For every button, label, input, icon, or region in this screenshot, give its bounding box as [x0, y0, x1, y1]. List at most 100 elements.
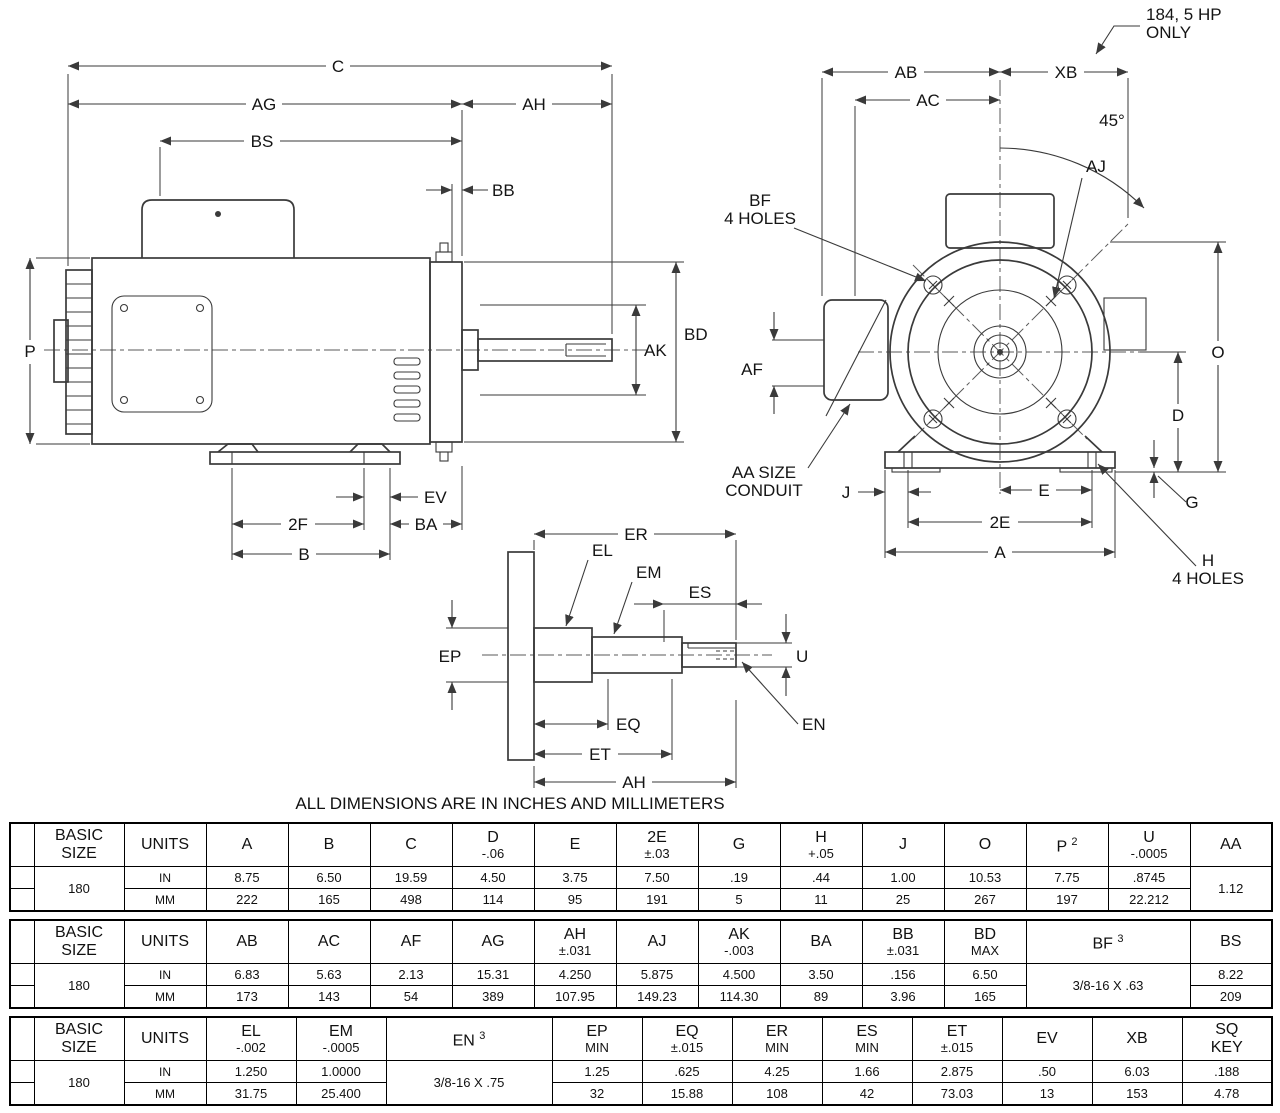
end-base-plate — [884, 451, 1116, 469]
table-cell: 4.500 — [697, 963, 781, 986]
table-row: MM 173 143 54 389 107.95 149.23 114.30 8… — [9, 985, 1273, 1009]
dim-label-ba: BA — [415, 515, 438, 534]
table-header-cell: O — [943, 822, 1027, 867]
table-header-cell: AH±.031 — [533, 919, 617, 964]
dim-label-a: A — [994, 543, 1006, 562]
front-bracket — [429, 261, 463, 443]
side-lug — [1103, 297, 1147, 351]
table-cell: 42 — [821, 1082, 913, 1106]
table-header-cell: AB — [205, 919, 289, 964]
table-header-cell: AA — [1189, 822, 1273, 867]
dim-label-ab: AB — [895, 63, 918, 82]
end-view-dimensions: AB XB AC 45° AJ 184, 5 HP ONLY BF 4 HOLE… — [724, 5, 1244, 588]
table-cell: 22.212 — [1107, 888, 1191, 912]
dim-label-ac: AC — [916, 91, 940, 110]
dim-label-em: EM — [636, 563, 662, 582]
dim-label-h-4holes: 4 HOLES — [1172, 569, 1244, 588]
table-cell: 5.875 — [615, 963, 699, 986]
table-cell: 1.12 — [1189, 866, 1273, 912]
table-row: 180 IN 1.250 1.0000 3/8-16 X .75 1.25 .6… — [9, 1060, 1273, 1106]
table-cell: 222 — [205, 888, 289, 912]
table-cell: 149.23 — [615, 985, 699, 1009]
table-header-cell: G — [697, 822, 781, 867]
table-cell: 498 — [369, 888, 453, 912]
table-cell — [9, 822, 35, 867]
table-cell: 31.75 — [205, 1082, 297, 1106]
left-foot — [217, 443, 259, 453]
table-cell: 1.0000 — [295, 1060, 387, 1083]
table-cell: 165 — [287, 888, 371, 912]
table-cell: .156 — [861, 963, 945, 986]
dim-label-el: EL — [592, 541, 613, 560]
top-box — [945, 193, 1055, 249]
table-cell: 108 — [731, 1082, 823, 1106]
table-cell: IN — [123, 1060, 207, 1083]
table-row: 180 IN 6.83 5.63 2.13 15.31 4.250 5.875 … — [9, 963, 1273, 1009]
table-cell: 73.03 — [911, 1082, 1003, 1106]
table-cell: 197 — [1025, 888, 1109, 912]
vent-slots — [393, 357, 421, 422]
table-cell: 15.88 — [641, 1082, 733, 1106]
table-cell: 11 — [779, 888, 863, 912]
table-header-cell: EQ±.015 — [641, 1016, 733, 1061]
dim-label-u: U — [796, 647, 808, 666]
dim-label-h: H — [1202, 551, 1214, 570]
table-header-cell: EV — [1001, 1016, 1093, 1061]
base-plate — [209, 451, 401, 465]
dim-label-bf-4holes: 4 HOLES — [724, 209, 796, 228]
shaft-detail-dimensions: ER EL EM ES U EP EQ ET AH EN — [439, 525, 826, 792]
table-cell: 32 — [551, 1082, 643, 1106]
table-cell: 4.25 — [731, 1060, 823, 1083]
label-aa-size: AA SIZE — [732, 463, 796, 482]
table-cell: 15.31 — [451, 963, 535, 986]
table-cell: MM — [123, 985, 207, 1009]
table-cell: 180 — [33, 963, 125, 1009]
dim-label-af: AF — [741, 360, 763, 379]
dim-label-et: ET — [589, 745, 611, 764]
table-header-cell: J — [861, 822, 945, 867]
table-cell: 3/8-16 X .75 — [385, 1060, 553, 1106]
table-header-cell: XB — [1091, 1016, 1183, 1061]
conduit-box — [823, 299, 889, 401]
table-row: MM 31.75 25.400 32 15.88 108 42 73.03 13… — [9, 1082, 1273, 1106]
table-cell: 114.30 — [697, 985, 781, 1009]
dim-label-2f: 2F — [288, 515, 308, 534]
table-cell: 180 — [33, 1060, 125, 1106]
technical-drawing: C AG AH BS BB P AK BD EV 2F BA B — [24, 5, 1244, 792]
table-cell: .50 — [1001, 1060, 1093, 1083]
table-cell — [9, 888, 35, 912]
table-cell — [9, 1082, 35, 1106]
table-cell: 8.75 — [205, 866, 289, 889]
table-cell: 209 — [1189, 985, 1273, 1009]
table-header-cell: D-.06 — [451, 822, 535, 867]
dim-label-es: ES — [689, 583, 712, 602]
table-cell: 153 — [1091, 1082, 1183, 1106]
handhole-cover — [111, 295, 213, 413]
dim-label-d: D — [1172, 406, 1184, 425]
dim-label-bb: BB — [492, 181, 515, 200]
table-cell: 180 — [33, 866, 125, 912]
table-header-cell: P 2 — [1025, 822, 1109, 867]
table-cell: 191 — [615, 888, 699, 912]
table-header-cell: U-.0005 — [1107, 822, 1191, 867]
dim-label-bs: BS — [251, 132, 274, 151]
table-header-cell: UNITS — [123, 1016, 207, 1061]
table-header-cell: BB±.031 — [861, 919, 945, 964]
dim-label-bd: BD — [684, 325, 708, 344]
dim-label-e: E — [1038, 481, 1049, 500]
table-cell: 389 — [451, 985, 535, 1009]
dim-label-ev: EV — [424, 488, 447, 507]
end-bell-fins — [66, 283, 92, 425]
table-cell: 165 — [943, 985, 1027, 1009]
table-cell: 1.25 — [551, 1060, 643, 1083]
table-header-cell: A — [205, 822, 289, 867]
table-cell: 7.75 — [1025, 866, 1109, 889]
table-cell: 114 — [451, 888, 535, 912]
